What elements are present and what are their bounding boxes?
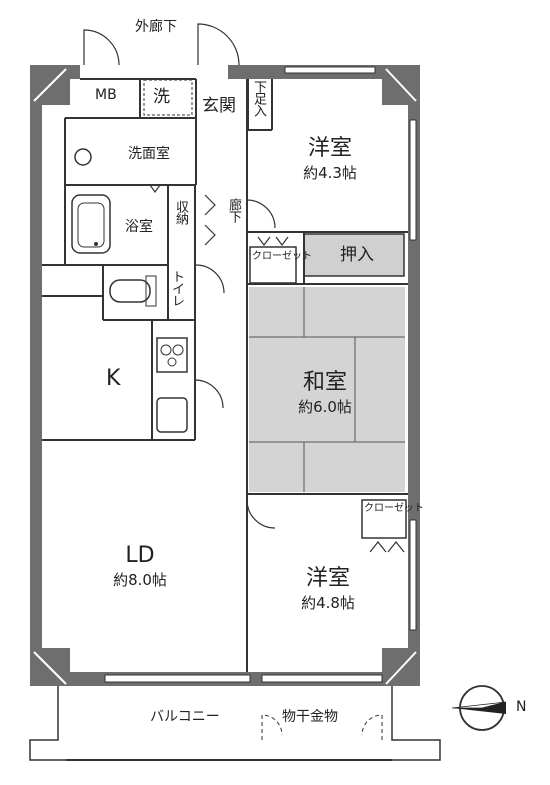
kitchen-label: K xyxy=(106,366,121,391)
western-room-1-name: 洋室 xyxy=(307,136,353,161)
western-room-2-size: 約4.8帖 xyxy=(301,594,355,612)
hallway-label: 廊下 xyxy=(226,198,241,222)
balcony-label: バルコニー xyxy=(150,709,220,725)
washroom-label: 洗面室 xyxy=(128,146,170,162)
western-room-1: 洋室 約4.3帖 xyxy=(303,138,357,181)
japanese-room-size: 約6.0帖 xyxy=(298,398,352,416)
north-label: N xyxy=(516,699,527,715)
living-dining: LD 約8.0帖 xyxy=(113,545,167,588)
western-room-2-name: 洋室 xyxy=(305,566,351,591)
japanese-room-name: 和室 xyxy=(302,370,348,395)
entrance-label: 玄関 xyxy=(202,96,236,116)
toilet-fixture xyxy=(109,279,151,303)
japanese-room-floor xyxy=(249,287,405,492)
mb-label: MB xyxy=(95,87,117,103)
western-room-1-size: 約4.3帖 xyxy=(303,164,357,182)
stove xyxy=(156,337,188,373)
toilet-label: トイレ xyxy=(169,270,184,306)
closet-2-label: クローゼット xyxy=(364,503,424,514)
drying-rack-label: 物干金物 xyxy=(282,709,338,725)
japanese-room: 和室 約6.0帖 xyxy=(298,372,352,415)
bath-label: 浴室 xyxy=(125,219,153,235)
closet-1-label: クローゼット xyxy=(252,251,312,262)
outer-corridor-label: 外廊下 xyxy=(135,19,177,35)
compass-icon xyxy=(451,685,507,731)
oshiire-label: 押入 xyxy=(340,245,374,265)
ld-size: 約8.0帖 xyxy=(113,571,167,589)
washer-label: 洗 xyxy=(153,87,170,107)
kitchen-sink xyxy=(156,397,188,433)
storage-label: 収納 xyxy=(173,200,188,224)
bathtub xyxy=(71,194,111,254)
ld-name: LD xyxy=(125,543,155,568)
wash-basin xyxy=(74,148,92,166)
shoe-storage-label: 下足入 xyxy=(251,80,266,116)
western-room-2: 洋室 約4.8帖 xyxy=(301,568,355,611)
